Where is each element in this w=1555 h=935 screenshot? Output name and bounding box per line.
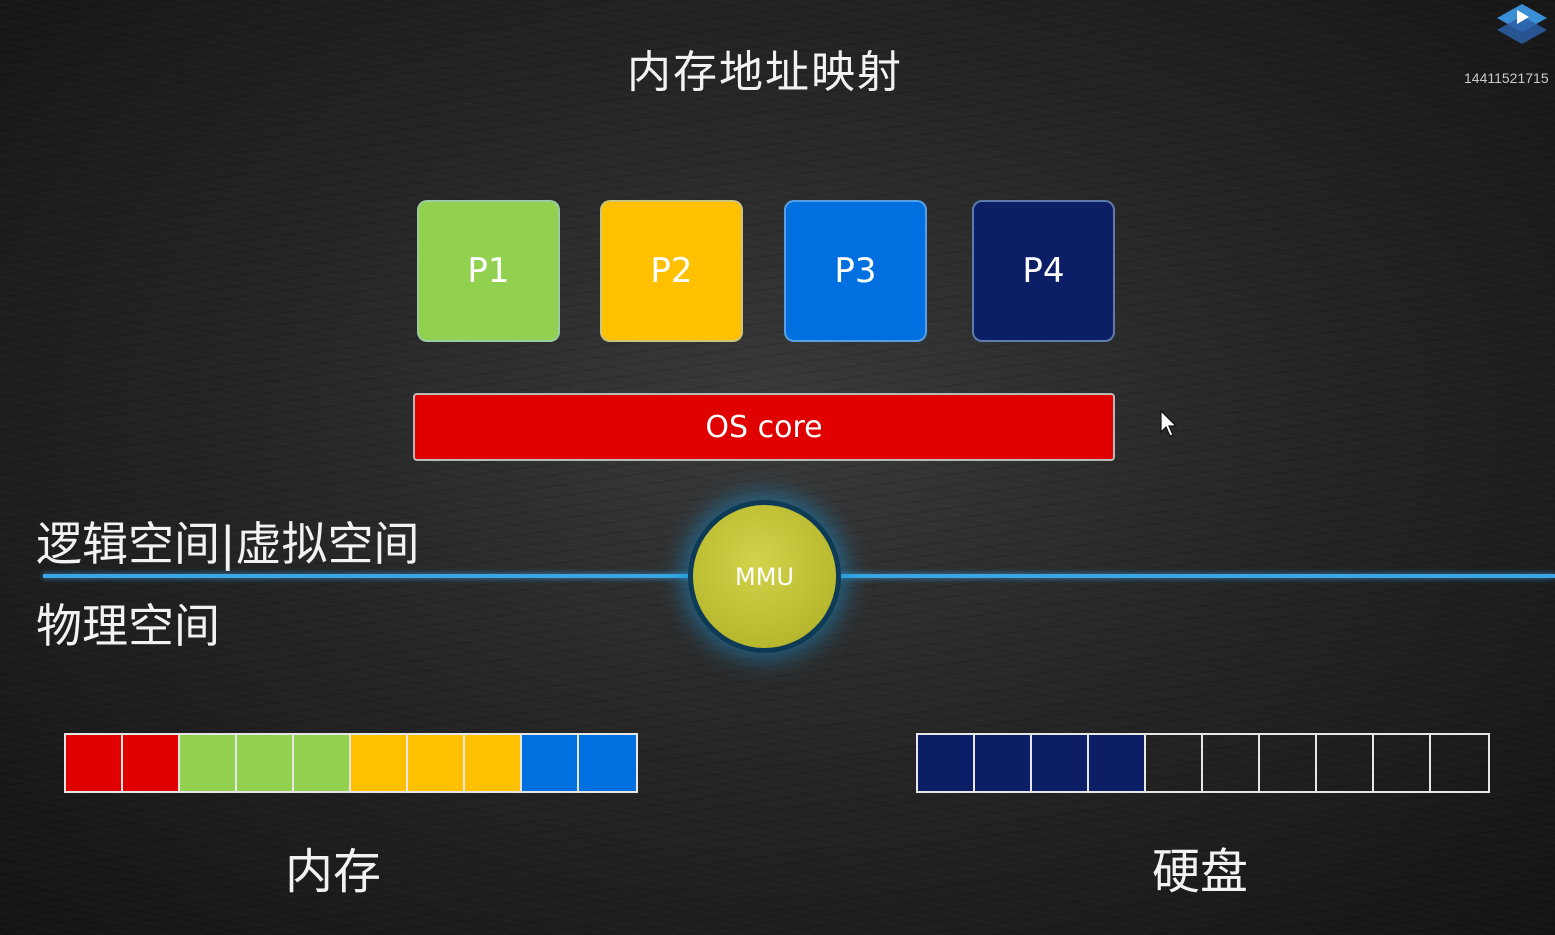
watermark-id: 14411521715 — [1464, 70, 1549, 86]
physical-space-label: 物理空间 — [36, 599, 220, 653]
disk-cell — [1032, 735, 1089, 791]
disk-bar — [916, 733, 1490, 793]
process-label: P3 — [834, 251, 877, 291]
memory-cell — [294, 735, 351, 791]
mmu-label: MMU — [735, 562, 794, 591]
process-label: P4 — [1022, 251, 1065, 291]
memory-cell — [408, 735, 465, 791]
play-logo-icon — [1497, 4, 1547, 44]
memory-cell — [465, 735, 522, 791]
disk-cell — [1260, 735, 1317, 791]
memory-cell — [579, 735, 636, 791]
logical-space-label: 逻辑空间|虚拟空间 — [36, 517, 420, 571]
memory-label: 内存 — [284, 844, 381, 900]
process-p2: P2 — [600, 200, 743, 342]
disk-cell — [918, 735, 975, 791]
os-core-label: OS core — [705, 409, 823, 445]
memory-bar — [64, 733, 638, 793]
disk-label: 硬盘 — [1151, 844, 1248, 900]
memory-cell — [237, 735, 294, 791]
memory-cell — [351, 735, 408, 791]
memory-cell — [123, 735, 180, 791]
memory-cell — [180, 735, 237, 791]
process-p4: P4 — [972, 200, 1115, 342]
disk-cell — [975, 735, 1032, 791]
process-label: P2 — [650, 251, 693, 291]
process-label: P1 — [467, 251, 510, 291]
mouse-cursor-icon — [1160, 410, 1178, 437]
page-title: 内存地址映射 — [627, 47, 903, 98]
os-core-bar: OS core — [413, 393, 1115, 461]
disk-cell — [1374, 735, 1431, 791]
mmu-circle: MMU — [693, 505, 836, 648]
disk-cell — [1089, 735, 1146, 791]
process-p3: P3 — [784, 200, 927, 342]
disk-cell — [1317, 735, 1374, 791]
memory-cell — [66, 735, 123, 791]
disk-cell — [1146, 735, 1203, 791]
memory-cell — [522, 735, 579, 791]
disk-cell — [1431, 735, 1488, 791]
disk-cell — [1203, 735, 1260, 791]
process-p1: P1 — [417, 200, 560, 342]
